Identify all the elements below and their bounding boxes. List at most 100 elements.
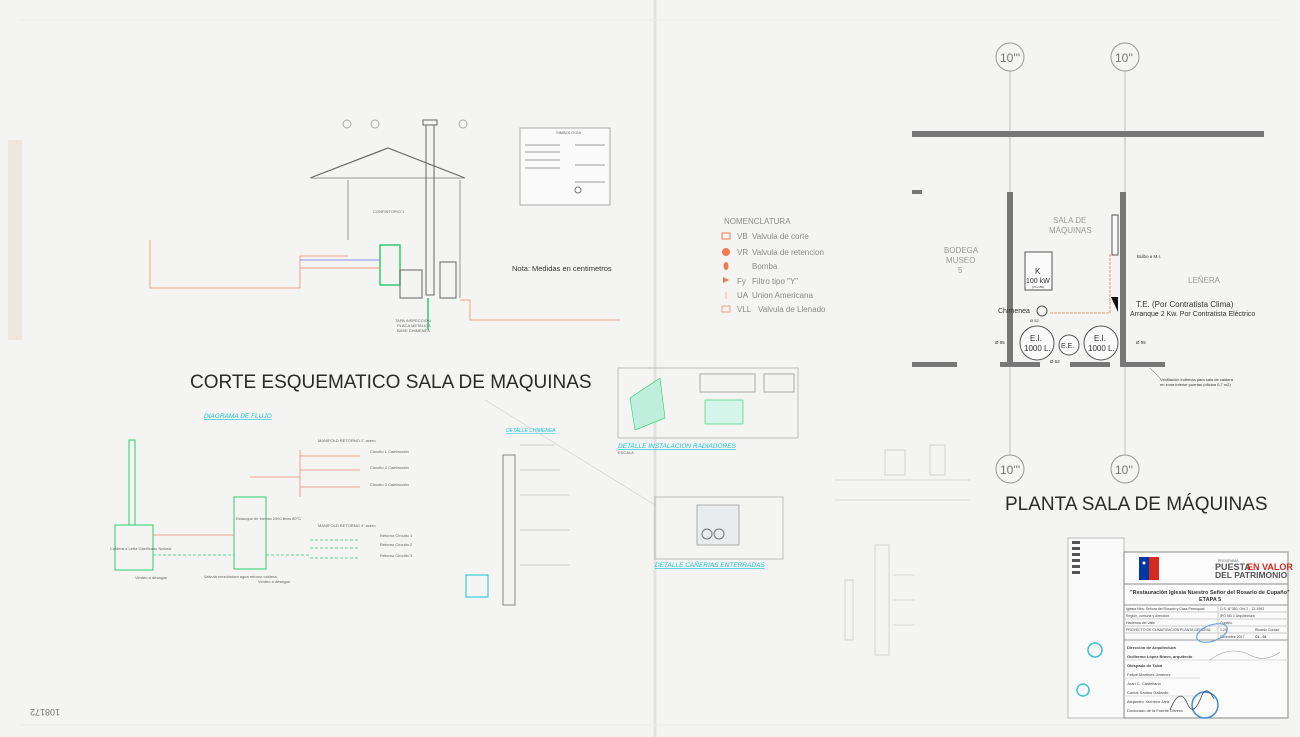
return-label: Retorno Circuito 2 [380, 542, 413, 547]
grid-bubble-label: 10'' [1115, 463, 1133, 477]
grid-bubble-label: 10''' [1000, 463, 1020, 477]
drawing-label: Valvula de corte [752, 232, 809, 241]
room-label: MÁQUINAS [1049, 226, 1092, 235]
drawing-label: E.I. [1094, 334, 1106, 343]
circuit-label: Circuito 3 Calefacción [370, 482, 409, 487]
signatory: Felipe Martínez Jiménez [1127, 672, 1171, 677]
drawing-label: (70+155) [1032, 285, 1044, 289]
nomenclature-item: Bomba [723, 262, 778, 271]
signatory: Juan C. Castellano [1127, 681, 1162, 686]
signatory: Dirección de Arquitectura [1127, 645, 1177, 650]
drawing-label: EN VALOR [1247, 562, 1293, 572]
drawing-label: C1 - 01 [1255, 635, 1267, 639]
drawing-label: 1000 L. [1024, 344, 1051, 353]
chimney-note: PLACA METALICA [397, 323, 431, 328]
drawing-label: 100 kW [1026, 278, 1050, 285]
room-label: LEÑERA [1188, 276, 1221, 285]
ventilation-note: en zona inferior puertas (oficina 0,7 m2… [1160, 382, 1231, 387]
project-stage: ETAPA 5 [1199, 597, 1221, 603]
legend-title: SIMBOLOGIA [556, 130, 581, 135]
drawing-label: DEL PATRIMONIO [1215, 570, 1288, 580]
drawing-label: Hacienda del Valle [1126, 621, 1155, 625]
signatory: Guillermo López Bravo, arquitecto [1127, 654, 1193, 659]
room-label: 5 [958, 266, 963, 275]
electrical-panel [1111, 297, 1118, 312]
room-label: CONFINTORIO 1 [373, 209, 405, 214]
drawing-label: IPO ND 1 Arquitectura [1220, 614, 1255, 618]
drawing-label: PROGRAMA [1218, 559, 1239, 563]
drawing-label: Bomba [752, 262, 778, 271]
drawing-label: Union Americana [752, 291, 813, 300]
bulb-label: Bulbo a M.I. [1137, 254, 1161, 259]
approval-stamp [1196, 623, 1228, 643]
inertia-tank [1019, 325, 1055, 361]
room-label: MUSEO [946, 256, 975, 265]
signatory: Alejandro Yacheco Jara [1127, 699, 1170, 704]
drawing-label: Diciembre 2017 [1220, 635, 1245, 639]
margin-stamp: 108172 [30, 707, 60, 717]
return-label: Retorno Circuito 3 [380, 553, 413, 558]
drawing-label: Región, comuna y dirección [1126, 614, 1169, 618]
chimney-circle [1036, 305, 1048, 317]
room-label: BODEGA [944, 246, 979, 255]
drawing-label: UA [737, 291, 749, 300]
manifold-supply-label: MANIFOLD RETORNO 1" acero [318, 438, 376, 443]
signatory: Carlos Santos Gallardo [1127, 690, 1169, 695]
grid-bubble-label: 10'' [1115, 51, 1133, 65]
nomenclature-title: NOMENCLATURA [724, 217, 791, 226]
chile-flag-red [1149, 557, 1159, 580]
radiator-detail: DETALLE INSTALACION RADIADORES ESCALA DE… [617, 367, 799, 569]
drawing-label: D.S. N°350, Ord 2 - 12-1993 [1220, 607, 1264, 611]
manifold-return-label: MANIFOLD RETORNO 4" acero [318, 523, 376, 528]
signature [1169, 690, 1215, 711]
seal-stamp [1191, 691, 1219, 719]
scale-label: ESCALA [618, 450, 634, 455]
ventilation-note: Ventilación indirecta para sala de calde… [1160, 377, 1234, 382]
title-block: PROGRAMA PUESTA EN VALOR DEL PATRIMONIO … [1067, 537, 1293, 719]
flow-diagram: DIAGRAMA DE FLUJO Caldera a Leña Gasific… [110, 413, 413, 584]
return-label: Retorno Circuito 1 [380, 533, 413, 538]
drawing-label: K [1035, 267, 1041, 276]
tank-label: Estanque de Inercia 2000 litros 80°C [236, 516, 301, 521]
te-label: T.E. (Por Contratista Clima) [1136, 300, 1234, 309]
drawing-label: Ricardo Condor [1255, 628, 1280, 632]
drawing-label: E.I. [1030, 334, 1042, 343]
drawing-label: Fy [737, 277, 746, 286]
pipes-detail-title: DETALLE CAÑERIAS ENTERRADAS [655, 560, 765, 569]
corte-title: CORTE ESQUEMATICO SALA DE MAQUINAS [190, 372, 592, 393]
radiator-elevation [835, 444, 970, 656]
drawing-label: Filtro tipo "Y" [752, 277, 798, 286]
drawing-label: E.E. [1061, 343, 1074, 350]
drawing-label: Cupaño [1220, 621, 1232, 625]
drawing-label: VR [737, 248, 748, 257]
startup-label: Arranque 2 Kw. Por Contratista Eléctrico [1130, 311, 1255, 318]
chimney-detail: DETALLE CHIMENEA [465, 399, 656, 606]
boiler-unit [1024, 251, 1053, 291]
chimney-note: TAPA INSPECCION [395, 318, 431, 323]
nomenclature-item: Fy Filtro tipo "Y" [723, 277, 798, 286]
drain-label: Venteo a desague [135, 575, 168, 580]
inertia-tank [1083, 325, 1119, 361]
room-label: SALA DE [1053, 216, 1086, 225]
brand-logo: PUESTA [1215, 562, 1251, 572]
drawing-label: 1:20 [1220, 628, 1227, 632]
grid-bubble-label: 10''' [1000, 51, 1020, 65]
drawing-label: Iglesia Ntra. Señora del Rosario y Casa … [1126, 607, 1205, 611]
boiler-label: Caldera a Leña Gasificado Natural [110, 546, 171, 551]
project-title: "Restauración Iglesia Nuestro Señor del … [1130, 590, 1290, 596]
paper-stain [8, 140, 22, 340]
planta-title: PLANTA SALA DE MÁQUINAS [1005, 494, 1268, 515]
signatory: Doctorado de la Fuente Olivera [1127, 708, 1183, 713]
valve-label: Valvula mezcladora agua retorno caldera [204, 574, 277, 579]
chimney-detail-title: DETALLE CHIMENEA [506, 428, 556, 434]
drawing-label: Ø 52 [1050, 359, 1060, 364]
measurement-note: Nota: Medidas en centimetros [512, 264, 612, 273]
drawing-label: 1000 L. [1088, 344, 1115, 353]
drawing-label: Ø 95 [1136, 340, 1146, 345]
